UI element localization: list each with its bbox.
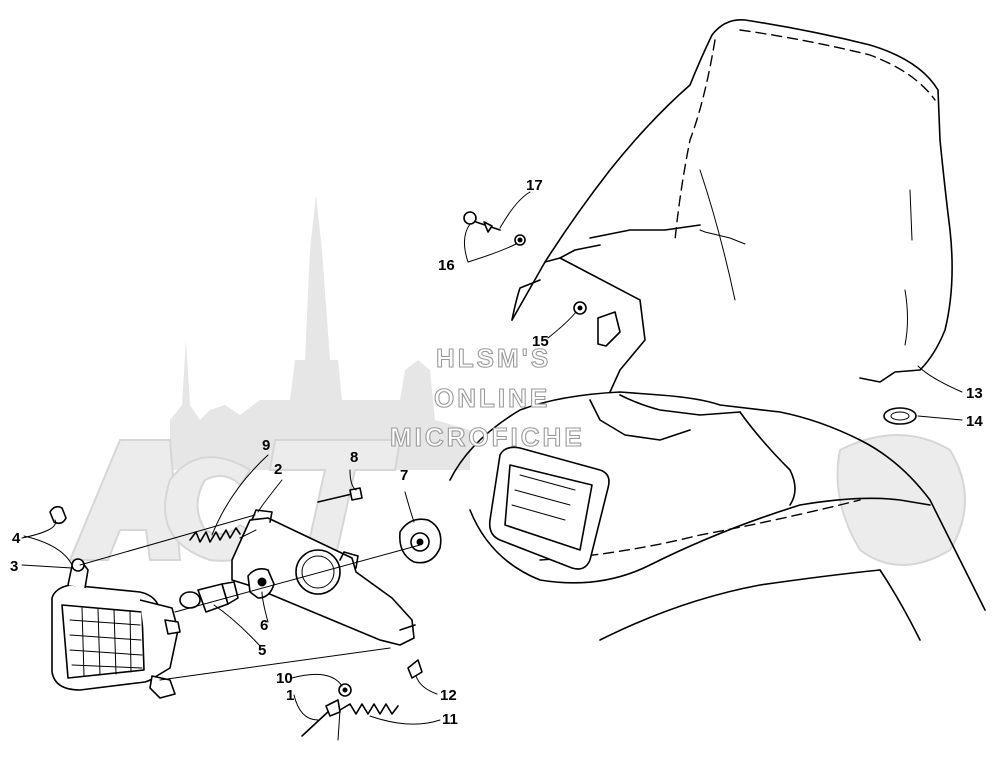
callout-6: 6: [260, 617, 268, 634]
callout-9: 9: [262, 437, 270, 454]
washer-14: [883, 407, 917, 425]
callout-labels: 4 3 5 6 7 8 9 2 10 1 11 12 13 14 15 16 1…: [10, 177, 983, 728]
watermark-line-2: ONLINE: [434, 383, 550, 413]
callout-17: 17: [526, 177, 543, 194]
screw-16: [463, 211, 526, 246]
hood-cowl: [449, 311, 986, 641]
screw-17: [475, 221, 501, 233]
screw-8: [317, 487, 363, 503]
nut-15: [573, 301, 587, 315]
spring-9: [189, 527, 241, 543]
nut-10: [338, 683, 352, 697]
callout-12: 12: [440, 687, 457, 704]
callout-5: 5: [258, 642, 266, 659]
callout-16: 16: [438, 257, 455, 274]
mounting-bracket: [231, 509, 416, 646]
callout-10: 10: [276, 670, 293, 687]
grommet-7: [398, 518, 442, 564]
windshield: [511, 18, 953, 393]
callout-8: 8: [350, 449, 358, 466]
callout-1: 1: [286, 687, 294, 704]
callout-13: 13: [966, 385, 983, 402]
headlight-assembly: [51, 558, 181, 699]
callout-2: 2: [274, 461, 282, 478]
callout-4: 4: [12, 530, 21, 547]
assembly-lines: [79, 514, 421, 681]
callout-3: 3: [10, 558, 18, 575]
screw-4: [49, 505, 67, 525]
bulb-5: [179, 581, 239, 613]
callout-15: 15: [532, 333, 549, 350]
watermark-line-1: HLSM'S: [436, 343, 551, 373]
callout-14: 14: [966, 413, 983, 430]
fastener-12: [407, 659, 423, 679]
watermark-text: HLSM'S ONLINE MICROFICHE: [389, 342, 585, 452]
watermark-skyline: [170, 195, 470, 470]
leader-lines: [21, 191, 963, 725]
watermark-logo-letters: [68, 434, 966, 566]
watermark-line-3: MICROFICHE: [390, 422, 585, 452]
spring-11: [337, 703, 399, 741]
callout-11: 11: [442, 711, 458, 728]
callout-7: 7: [400, 467, 408, 484]
